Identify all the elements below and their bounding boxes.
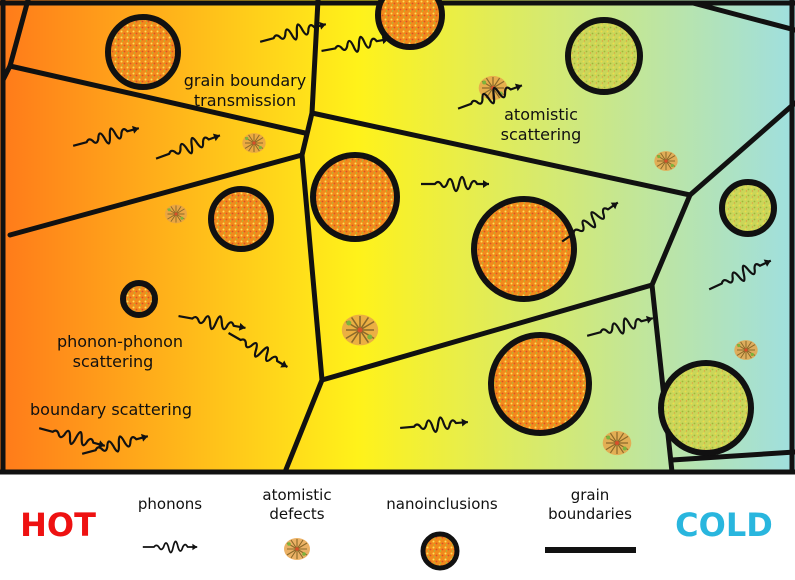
annotations: grain boundary transmission atomistic sc… [30, 71, 581, 419]
label-grain-boundary-transmission-1: grain boundary [184, 71, 306, 90]
lattice-defect-icon [653, 150, 679, 172]
legend-phonons-label: phonons [138, 495, 202, 513]
grain-boundaries [0, 0, 795, 475]
lattice-defect-icon [164, 204, 188, 224]
nanoinclusion-icon [375, 0, 445, 50]
nanoinclusions [105, 0, 777, 456]
nanoinclusion-icon [420, 531, 460, 571]
boundary-g [649, 192, 693, 288]
legend-boundaries-label-2: boundaries [548, 505, 632, 523]
legend-hot: HOT [20, 506, 96, 544]
boundary-n [690, 0, 795, 33]
legend-defects-label-2: defects [269, 505, 324, 523]
legend-cold: COLD [675, 506, 773, 544]
legend: HOT COLD phonons atomistic defects nanoi… [20, 486, 773, 571]
boundary-k [319, 282, 655, 383]
label-phonon-phonon-scattering-2: scattering [73, 352, 154, 371]
lattice-defect-icon [602, 430, 632, 456]
boundary-m [669, 449, 795, 463]
boundary-l [649, 282, 675, 475]
lattice-defect-icon [283, 537, 311, 561]
boundary-j [282, 377, 325, 475]
nanoinclusion-icon [658, 360, 754, 456]
nanoinclusion-icon [565, 17, 643, 95]
boundary-h [7, 152, 305, 238]
boundary-d [299, 110, 315, 158]
boundary-c [309, 0, 321, 116]
boundary-b [7, 63, 308, 136]
nanoinclusion-icon [310, 152, 400, 242]
boundary-f [687, 100, 795, 198]
legend-boundaries-label-1: grain [571, 486, 610, 504]
lattice-defect-icon [341, 313, 379, 347]
nanoinclusion-icon [208, 186, 274, 252]
lattice-defect-icon [733, 339, 759, 361]
label-grain-boundary-transmission-2: transmission [194, 91, 296, 110]
nanoinclusion-icon [105, 14, 181, 90]
nanoinclusion-icon [488, 332, 592, 436]
label-phonon-phonon-scattering-1: phonon-phonon [57, 332, 183, 351]
legend-defects-label-1: atomistic [262, 486, 331, 504]
boundary-i [299, 152, 325, 383]
legend-nanoinclusions-label: nanoinclusions [386, 495, 498, 513]
nanoinclusion-icon [471, 196, 577, 302]
label-atomistic-scattering-1: atomistic [504, 105, 578, 124]
lattice-defect-icon [241, 132, 267, 154]
boundary-a [7, 0, 31, 69]
boundary-e [309, 110, 693, 198]
wave-packet-icon [141, 540, 199, 554]
label-atomistic-scattering-2: scattering [501, 125, 582, 144]
nanoinclusion-icon [120, 280, 158, 318]
label-boundary-scattering: boundary scattering [30, 400, 192, 419]
nanoinclusion-icon [719, 179, 777, 237]
